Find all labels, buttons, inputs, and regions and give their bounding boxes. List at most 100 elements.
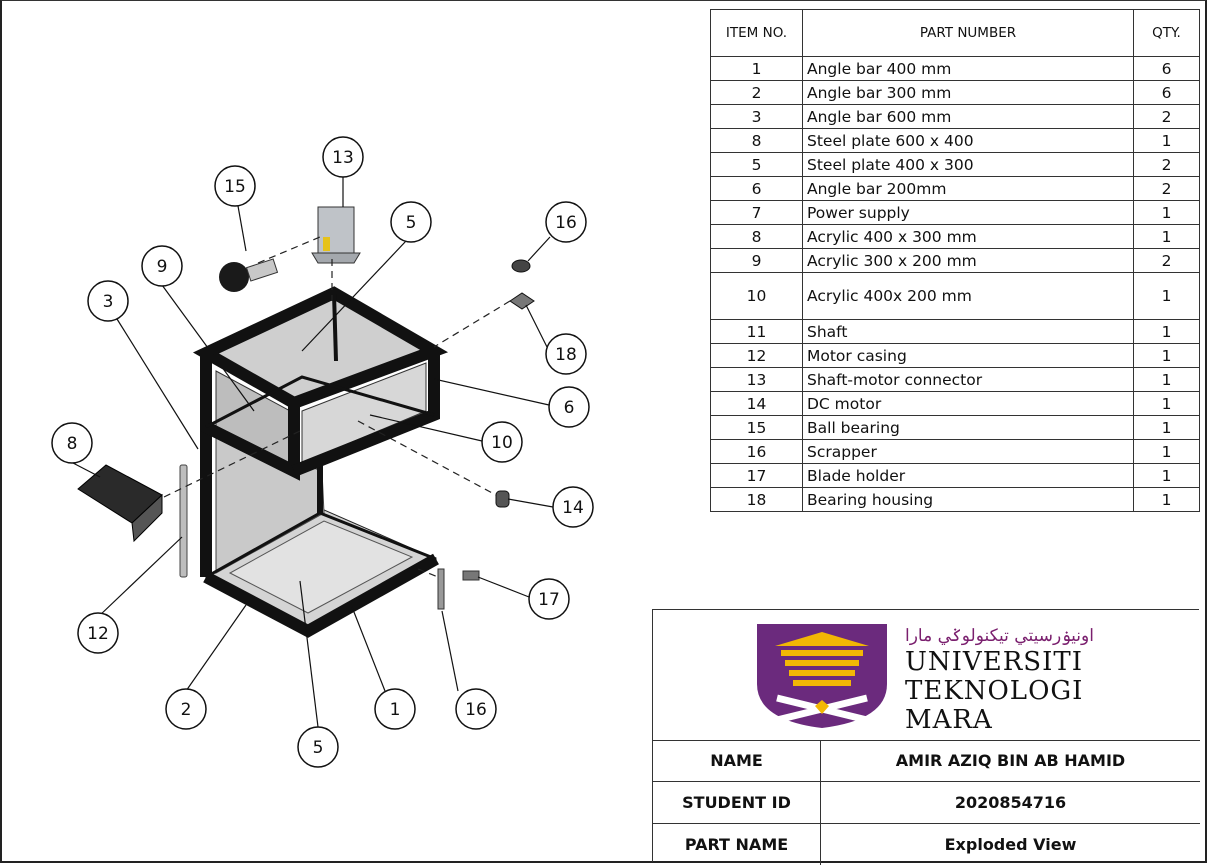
student-id-row: STUDENT ID 2020854716 (653, 782, 1200, 824)
callout-14: 15 (214, 165, 256, 207)
logo-line-1: UNIVERSITI (905, 647, 1083, 677)
callout-3: 3 (87, 280, 129, 322)
bom-part-name: Angle bar 400 mm (802, 56, 1134, 81)
svg-text:14: 14 (562, 498, 584, 518)
bom-part-name: Ball bearing (802, 415, 1134, 440)
bom-quantity: 1 (1133, 343, 1200, 368)
bom-item-number: 1 (710, 56, 803, 81)
bom-part-name: Motor casing (802, 343, 1134, 368)
svg-text:3: 3 (103, 292, 114, 312)
title-block: اونيۏرسيتي تيكنولوݢي مارا UNIVERSITI TEK… (652, 609, 1200, 865)
uitm-emblem-icon (757, 624, 887, 728)
dc-motor-body (245, 258, 279, 282)
assembly-lines (163, 236, 511, 578)
inner-plate (301, 362, 427, 464)
bom-part-name: Shaft (802, 319, 1134, 344)
bom-quantity: 1 (1133, 128, 1200, 153)
bom-item-number: 18 (710, 487, 803, 512)
bom-part-name: Acrylic 400x 200 mm (802, 272, 1134, 320)
item-no-header: ITEM NO. (710, 9, 803, 57)
bom-part-name: Shaft-motor connector (802, 367, 1134, 392)
bom-quantity: 6 (1133, 56, 1200, 81)
base-frame-front (203, 553, 439, 638)
bom-part-name: Angle bar 600 mm (802, 104, 1134, 129)
scrapper (437, 568, 445, 610)
blade-holder (462, 570, 480, 581)
callout-2: 2 (165, 688, 207, 730)
upper-frame-bottom (205, 375, 435, 429)
bom-item-number: 8 (710, 128, 803, 153)
shaft (179, 464, 188, 578)
ball-bearing (511, 259, 531, 273)
base-plate-inner (228, 520, 414, 614)
student-id-label: STUDENT ID (653, 782, 821, 823)
svg-text:12: 12 (87, 624, 109, 644)
callout-6: 6 (548, 386, 590, 428)
bom-part-name: Scrapper (802, 439, 1134, 464)
callout-16: 1716 (455, 688, 497, 730)
bom-quantity: 1 (1133, 272, 1200, 320)
bom-item-number: 6 (710, 176, 803, 201)
callout-11: 12 (77, 612, 119, 654)
bom-item-number: 14 (710, 391, 803, 416)
callout-15: 16 (545, 201, 587, 243)
motor-casing-label (323, 237, 330, 251)
callout-17: 17 (528, 578, 570, 620)
svg-text:13: 13 (332, 148, 354, 168)
components (77, 206, 535, 610)
bom-quantity: 1 (1133, 391, 1200, 416)
bom-item-number: 11 (710, 319, 803, 344)
bom-quantity: 1 (1133, 463, 1200, 488)
bom-quantity: 1 (1133, 200, 1200, 225)
svg-text:2: 2 (181, 700, 192, 720)
bom-item-number: 5 (710, 152, 803, 177)
svg-text:5: 5 (313, 738, 324, 758)
name-label: NAME (653, 740, 821, 781)
bom-part-name: Acrylic 300 x 200 mm (802, 248, 1134, 273)
svg-text:17: 17 (538, 590, 560, 610)
bom-quantity: 1 (1133, 367, 1200, 392)
qty-header: QTY. (1133, 9, 1200, 57)
bom-part-name: Angle bar 200mm (802, 176, 1134, 201)
part-number-header: PART NUMBER (802, 9, 1134, 57)
bom-part-name: Steel plate 400 x 300 (802, 152, 1134, 177)
callout-bubbles: 13 15 5 16 189 3 18 6 10 8 14 17 12 2 1 … (51, 136, 594, 768)
svg-text:9: 9 (157, 257, 168, 277)
bom-quantity: 1 (1133, 439, 1200, 464)
callout-1: 1 (374, 688, 416, 730)
frame-assembly (192, 286, 449, 638)
bom-item-number: 9 (710, 248, 803, 273)
exploded-view-drawing: 13 15 5 16 189 3 18 6 10 8 14 17 12 2 1 … (51, 136, 594, 768)
shaft-motor-connector (495, 490, 510, 508)
bom-part-name: Power supply (802, 200, 1134, 225)
bom-part-name: Angle bar 300 mm (802, 80, 1134, 105)
bom-item-number: 15 (710, 415, 803, 440)
bom-item-number: 3 (710, 104, 803, 129)
bom-quantity: 2 (1133, 176, 1200, 201)
name-value: AMIR AZIQ BIN AB HAMID (895, 751, 1126, 770)
student-id-value: 2020854716 (954, 793, 1067, 812)
leader-lines (72, 177, 554, 728)
logo-jawi-script: اونيۏرسيتي تيكنولوݢي مارا (905, 626, 1094, 646)
bom-quantity: 1 (1133, 415, 1200, 440)
motor-casing-base (311, 252, 361, 264)
upper-frame-left (200, 353, 300, 481)
bom-header-row: ITEM NO. PART NUMBER QTY. (710, 9, 1200, 57)
bom-item-number: 12 (710, 343, 803, 368)
bom-part-name: Bearing housing (802, 487, 1134, 512)
bom-part-name: Blade holder (802, 463, 1134, 488)
bom-item-number: 10 (710, 272, 803, 320)
callout-13: 14 (552, 486, 594, 528)
